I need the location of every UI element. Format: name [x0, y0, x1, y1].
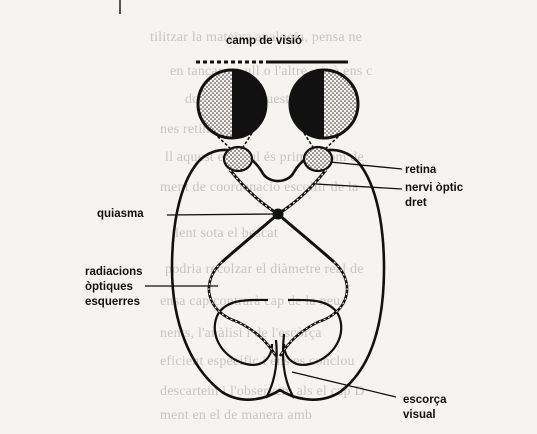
chiasm-leader [167, 214, 276, 215]
brain-inner-contours [215, 300, 342, 398]
leader-lines [145, 162, 402, 397]
retina-leader [330, 162, 402, 169]
optic-nerves [230, 170, 326, 214]
label-radiations-2: òptiques [85, 280, 133, 294]
left-eye [198, 70, 266, 138]
nerve-leader [316, 184, 402, 189]
label-visual-field: camp de visió [226, 34, 302, 48]
optic-nerve-heads [224, 147, 332, 171]
right-eye [290, 70, 358, 138]
optic-radiations-dotted [209, 262, 347, 356]
label-radiations-1: radiacions [85, 265, 143, 279]
label-retina: retina [405, 163, 436, 177]
label-visual-cortex-1: escorça [403, 393, 446, 407]
label-optic-nerve-1: nervi òptic [405, 181, 463, 195]
label-radiations-3: esquerres [85, 295, 140, 309]
label-chiasm: quiasma [97, 207, 144, 221]
optic-nerve-dotted [230, 170, 326, 214]
brain-outline [172, 150, 384, 400]
optic-tracts [222, 210, 334, 262]
label-visual-cortex-2: visual [403, 408, 436, 422]
cortex-leader [292, 372, 396, 397]
optic-radiations [209, 262, 347, 356]
label-optic-nerve-2: dret [405, 196, 427, 210]
